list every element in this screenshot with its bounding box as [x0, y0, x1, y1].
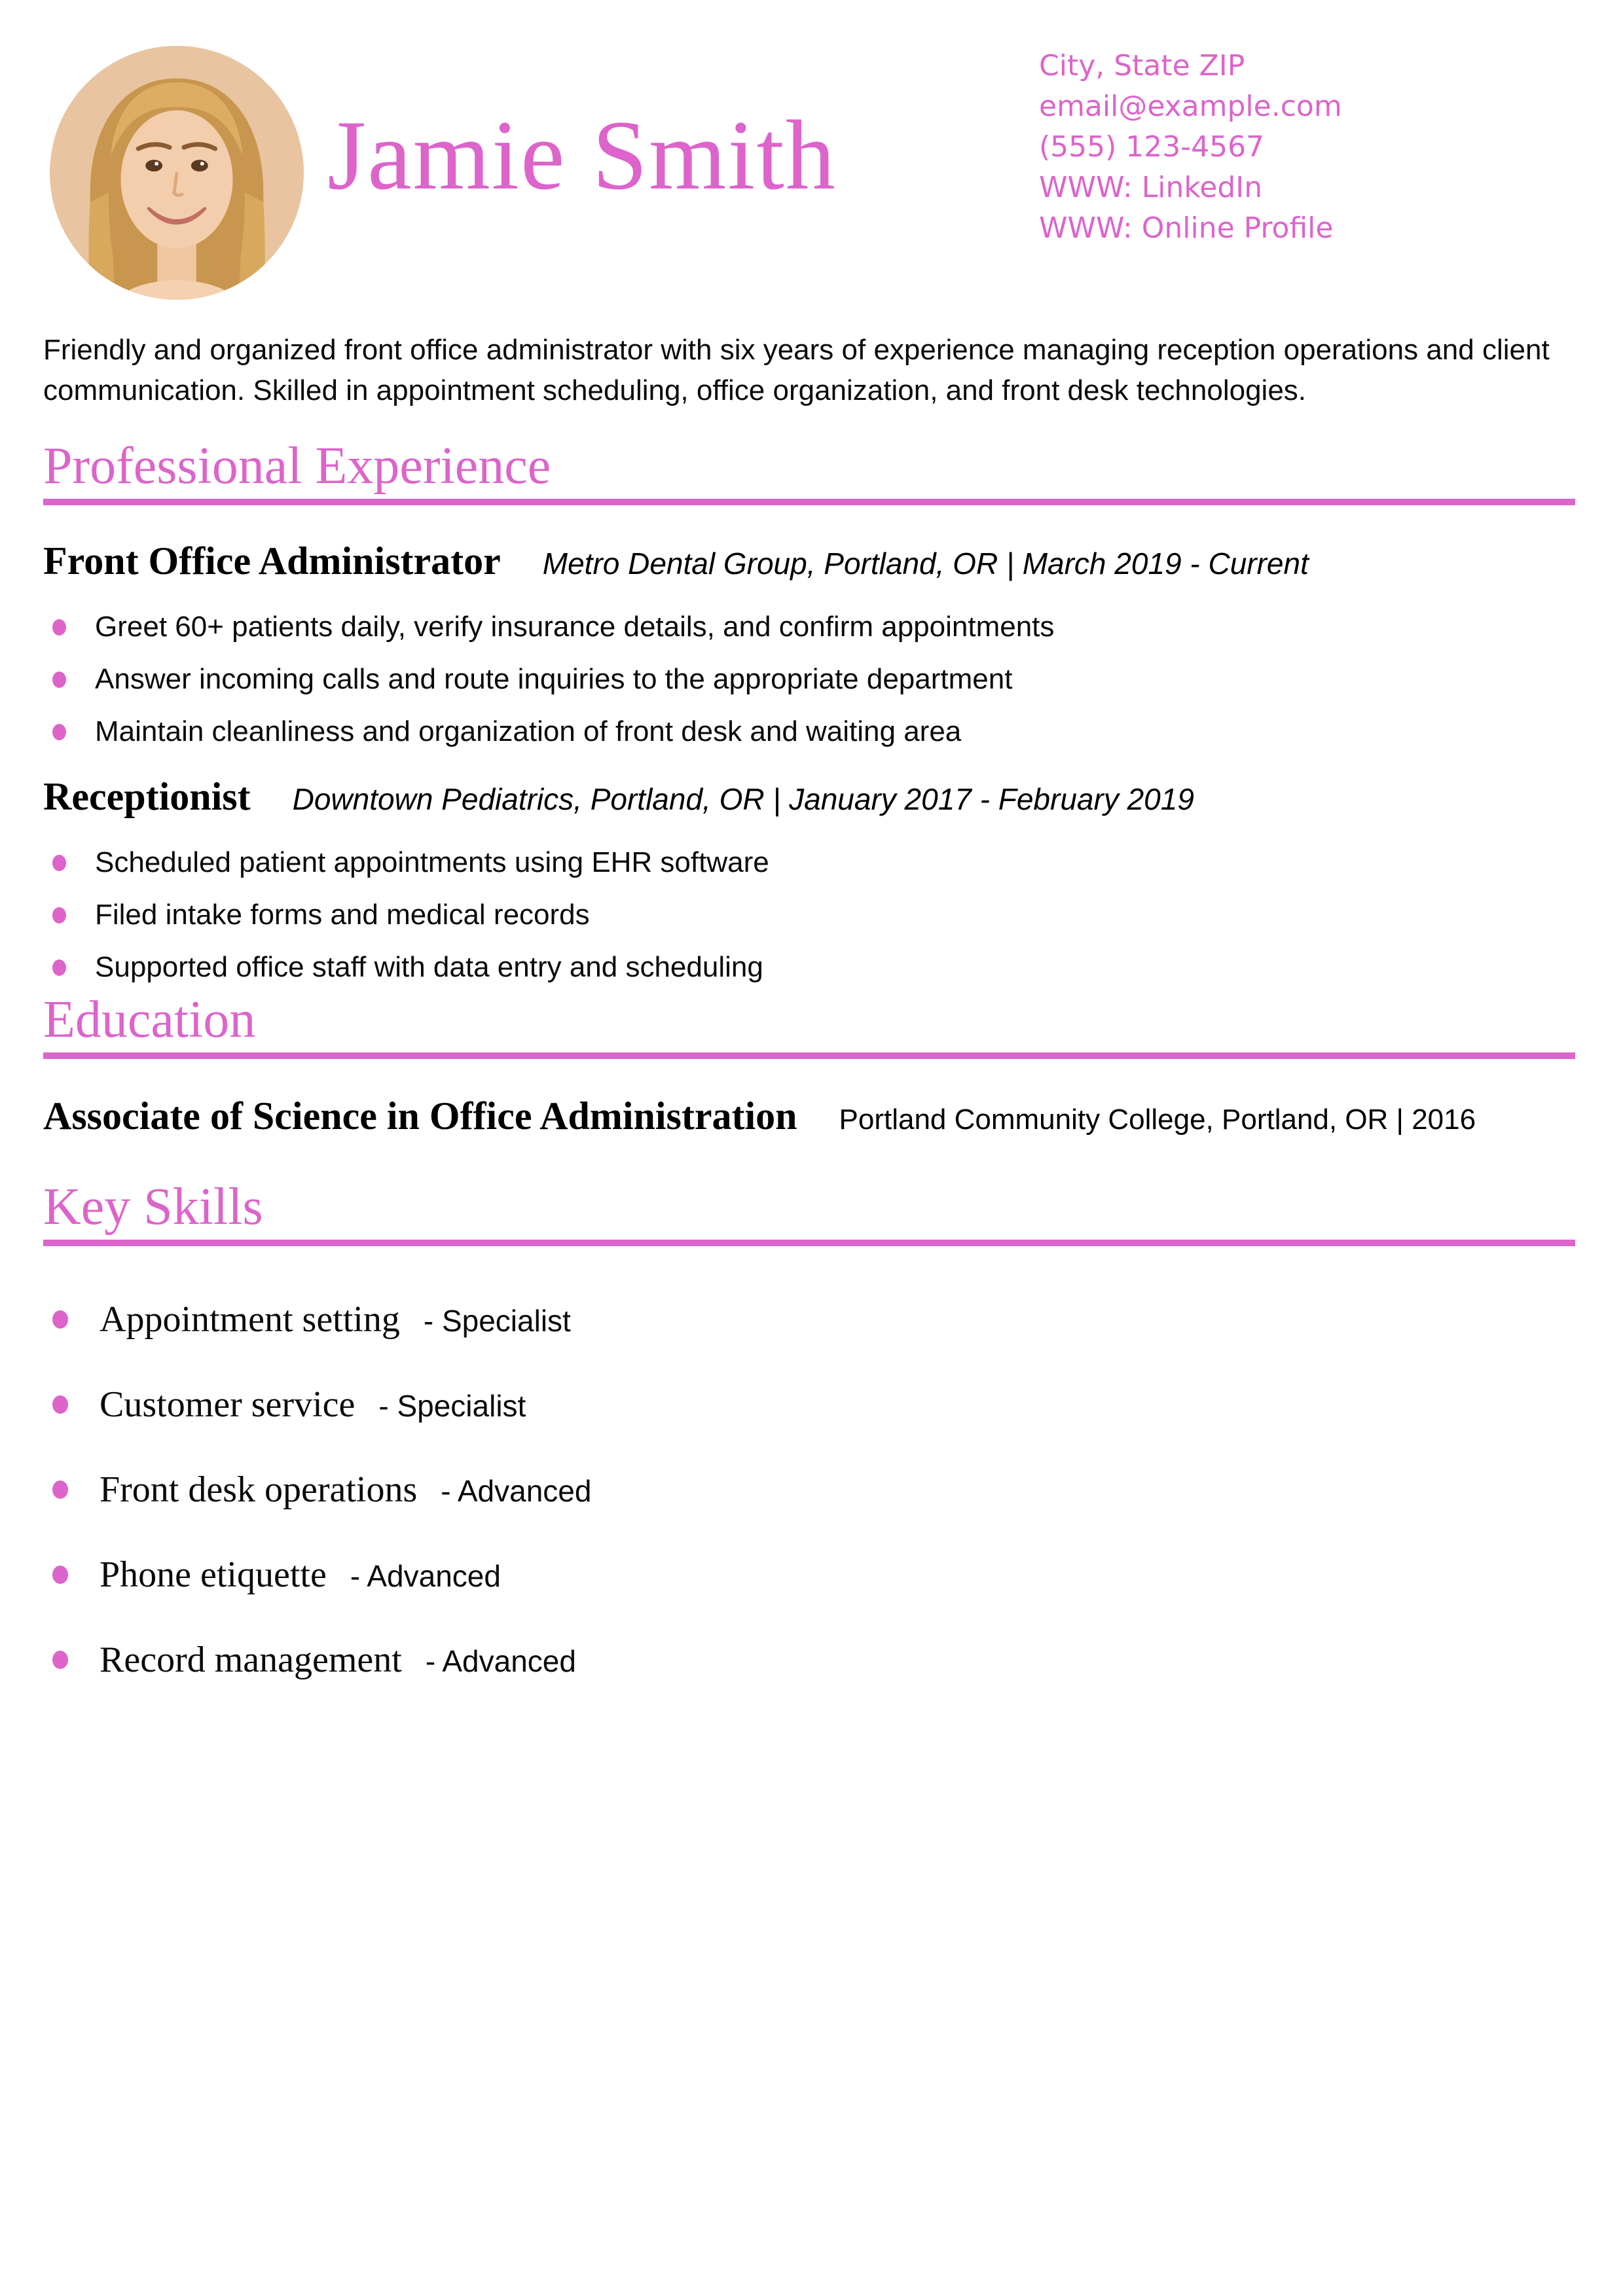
degree-title: Associate of Science in Office Administr…	[43, 1094, 797, 1138]
skill-text: Customer service - Specialist	[100, 1367, 526, 1452]
bullet-dot-icon	[52, 724, 66, 740]
skill-level: - Specialist	[378, 1389, 526, 1423]
bullet-dot-icon	[52, 1651, 68, 1669]
skill-item: Record management - Advanced	[43, 1622, 1575, 1707]
job-bullet-list: Greet 60+ patients daily, verify insuran…	[43, 601, 1575, 758]
section-heading-experience: Professional Experience	[43, 437, 551, 495]
list-item: Scheduled patient appointments using EHR…	[43, 836, 1575, 889]
skill-level: - Advanced	[350, 1559, 501, 1593]
skill-text: Phone etiquette - Advanced	[100, 1537, 501, 1622]
skill-name: Customer service	[100, 1384, 356, 1425]
section-heading-education: Education	[43, 991, 256, 1049]
bullet-dot-icon	[52, 1310, 68, 1329]
bullet-dot-icon	[52, 1480, 68, 1499]
skill-item: Front desk operations - Advanced	[43, 1452, 1575, 1537]
list-item: Maintain cleanliness and organization of…	[43, 706, 1575, 758]
resume-body: Professional Experience Front Office Adm…	[43, 432, 1575, 1707]
job-details: Downtown Pediatrics, Portland, OR | Janu…	[292, 782, 1194, 816]
job-heading: Front Office Administrator Metro Dental G…	[43, 538, 1575, 593]
skill-name: Front desk operations	[100, 1469, 418, 1510]
bullet-dot-icon	[52, 1395, 68, 1414]
job-heading: Receptionist Downtown Pediatrics, Portlan…	[43, 774, 1575, 829]
person-name: Jamie Smith	[327, 100, 837, 210]
skills-list: Appointment setting - Specialist Customer…	[43, 1282, 1575, 1707]
skill-item: Customer service - Specialist	[43, 1367, 1575, 1452]
list-item: Filed intake forms and medical records	[43, 889, 1575, 941]
section-divider	[43, 1052, 1575, 1059]
skill-level: - Specialist	[423, 1304, 571, 1338]
list-item: Greet 60+ patients daily, verify insuran…	[43, 601, 1575, 653]
bullet-text: Scheduled patient appointments using EHR…	[95, 846, 769, 878]
bullet-dot-icon	[52, 1566, 68, 1584]
bullet-dot-icon	[52, 960, 66, 976]
bullet-text: Answer incoming calls and route inquirie…	[95, 663, 1013, 695]
skill-text: Record management - Advanced	[100, 1622, 576, 1707]
skill-text: Front desk operations - Advanced	[100, 1452, 591, 1537]
bullet-dot-icon	[52, 855, 66, 871]
section-divider	[43, 499, 1575, 505]
profile-photo	[50, 46, 304, 300]
skill-name: Appointment setting	[100, 1299, 400, 1340]
skill-name: Record management	[100, 1640, 402, 1680]
list-item: Supported office staff with data entry a…	[43, 941, 1575, 994]
job-title: Receptionist	[43, 775, 251, 818]
education-entry: Associate of Science in Office Administr…	[43, 1093, 1575, 1149]
contact-online-profile-link[interactable]: WWW: Online Profile	[1039, 211, 1334, 245]
job-title: Front Office Administrator	[43, 539, 501, 583]
contact-email[interactable]: email@example.com	[1039, 90, 1342, 123]
bullet-dot-icon	[52, 672, 66, 688]
section-heading-skills: Key Skills	[43, 1178, 263, 1236]
job-details: Metro Dental Group, Portland, OR | March…	[542, 547, 1309, 581]
job-entry: Receptionist Downtown Pediatrics, Portlan…	[43, 774, 1575, 994]
skill-item: Appointment setting - Specialist	[43, 1282, 1575, 1367]
summary-text: Friendly and organized front office admi…	[43, 334, 1550, 406]
skill-item: Phone etiquette - Advanced	[43, 1537, 1575, 1622]
bullet-text: Greet 60+ patients daily, verify insuran…	[95, 611, 1055, 643]
profile-photo-illustration	[50, 46, 304, 300]
contact-phone: (555) 123-4567	[1039, 130, 1265, 164]
bullet-dot-icon	[52, 619, 66, 636]
bullet-dot-icon	[52, 907, 66, 924]
bullet-text: Supported office staff with data entry a…	[95, 951, 763, 983]
skill-level: - Advanced	[441, 1474, 592, 1508]
bullet-text: Maintain cleanliness and organization of…	[95, 715, 962, 747]
skill-level: - Advanced	[425, 1644, 576, 1678]
job-bullet-list: Scheduled patient appointments using EHR…	[43, 836, 1575, 994]
degree-details: Portland Community College, Portland, OR…	[839, 1103, 1476, 1136]
skill-text: Appointment setting - Specialist	[100, 1282, 571, 1367]
section-divider	[43, 1240, 1575, 1246]
contact-block: City, State ZIP email@example.com (555) …	[1039, 46, 1342, 249]
job-entry: Front Office Administrator Metro Dental G…	[43, 538, 1575, 758]
list-item: Answer incoming calls and route inquirie…	[43, 653, 1575, 706]
contact-location: City, State ZIP	[1039, 49, 1245, 82]
bullet-text: Filed intake forms and medical records	[95, 899, 590, 931]
contact-linkedin-link[interactable]: WWW: LinkedIn	[1039, 171, 1263, 204]
skill-name: Phone etiquette	[100, 1554, 327, 1595]
